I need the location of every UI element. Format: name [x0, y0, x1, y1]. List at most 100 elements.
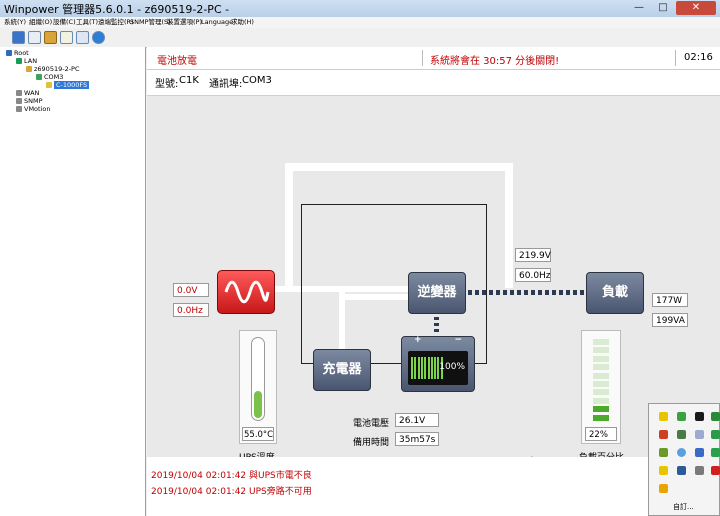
status-bar: 電池放電 系統將會在 30:57 分後關閉! 02:16 [147, 47, 720, 70]
ups-mode: 電池放電 [157, 56, 197, 67]
app-icon[interactable] [695, 412, 704, 421]
monitor-icon[interactable] [12, 31, 25, 44]
menu-remote[interactable]: 遠端監控(R) [98, 18, 134, 26]
shield-icon[interactable] [677, 412, 686, 421]
tree-vmotion[interactable]: VMotion [16, 105, 50, 113]
port-label: 通訊埠: [209, 79, 243, 90]
output-frequency: 60.0Hz [515, 268, 551, 282]
users-icon[interactable] [44, 31, 57, 44]
load-bar [593, 389, 609, 396]
shutdown-message: 系統將會在 30:57 分後關閉! [430, 56, 560, 67]
load-block[interactable]: 負載 [586, 272, 644, 314]
menu-organize[interactable]: 組織(O) [29, 18, 53, 26]
load-bar [593, 339, 609, 345]
app-icon[interactable] [659, 448, 668, 457]
battery-bar [411, 357, 413, 379]
gear-icon[interactable] [659, 430, 668, 439]
ups-icon [46, 82, 52, 88]
help-icon[interactable] [92, 31, 105, 44]
table-icon[interactable] [76, 31, 89, 44]
runtime-label: 備用時間 [353, 438, 390, 448]
bypass-wire [285, 163, 513, 171]
bypass-wire [505, 163, 513, 288]
load-bars [593, 339, 609, 423]
load-bar [593, 347, 609, 354]
app-icon[interactable] [659, 466, 668, 475]
app-icon[interactable] [677, 466, 686, 475]
battery-bar [434, 357, 437, 379]
minus-icon: − [454, 335, 462, 345]
menu-help[interactable]: 求助(H) [231, 18, 254, 26]
output-line [468, 290, 586, 295]
input-frequency: 0.0Hz [173, 303, 209, 317]
load-bar [593, 364, 609, 371]
battery-percent: 100% [439, 362, 465, 372]
battery-bar [437, 357, 440, 379]
output-voltage: 219.9V [515, 248, 551, 262]
tree-pc[interactable]: z690519-2-PC [26, 65, 80, 73]
chat-icon[interactable] [711, 448, 720, 457]
battery-link [434, 317, 439, 335]
menu-device[interactable]: 設備(C) [53, 18, 76, 26]
computer-icon [26, 66, 32, 72]
load-bar [593, 381, 609, 387]
ac-input-block[interactable] [217, 270, 275, 314]
tree-root[interactable]: Root [6, 49, 29, 57]
menu-bar: 系統(Y) 組織(O) 設備(C) 工具(T) 遠端監控(R) SNMP管理(S… [0, 17, 720, 28]
maximize-button[interactable]: □ [658, 2, 668, 13]
menu-options[interactable]: 裝置選項(P) [167, 18, 202, 26]
app-icon[interactable] [711, 430, 720, 439]
tree-snmp[interactable]: SNMP [16, 97, 43, 105]
event-log: 2019/10/04 02:01:42 與UPS市電不良 2019/10/04 … [147, 457, 720, 516]
network-icon [16, 90, 22, 96]
app-icon[interactable] [711, 412, 720, 421]
load-bar [593, 397, 609, 404]
tree-com[interactable]: COM3 [36, 73, 63, 81]
folder-icon [6, 50, 12, 56]
main-panel: 電池放電 系統將會在 30:57 分後關閉! 02:16 型號: C1K 通訊埠… [147, 47, 720, 516]
battery-block[interactable]: + − 100% [401, 335, 475, 392]
charger-wire [342, 294, 432, 300]
tree-lan[interactable]: LAN [16, 57, 37, 65]
log-entry: 2019/10/04 02:01:42 與UPS市電不良 [151, 471, 312, 481]
app-icon[interactable] [677, 430, 686, 439]
battery-voltage: 26.1V [395, 413, 439, 427]
battery-gauge: 100% [408, 351, 468, 385]
menu-tools[interactable]: 工具(T) [76, 18, 99, 26]
calendar-icon[interactable] [28, 31, 41, 44]
clock: 02:16 [684, 52, 713, 63]
ups-tray-icon[interactable] [659, 412, 668, 421]
battery-bar [424, 357, 427, 379]
thermometer: 55.0°C [239, 330, 277, 444]
customize-link[interactable]: 自訂... [673, 503, 694, 511]
inverter-block[interactable]: 逆變器 [408, 272, 466, 314]
input-voltage: 0.0V [173, 283, 209, 297]
ups-frame [301, 204, 487, 364]
globe-icon[interactable] [677, 448, 686, 457]
app-icon[interactable] [695, 466, 704, 475]
app-icon[interactable] [695, 448, 704, 457]
app-icon[interactable] [711, 466, 720, 475]
minimize-button[interactable]: — [634, 2, 644, 13]
network-icon [16, 58, 22, 64]
load-bar [593, 372, 609, 379]
tree-wan[interactable]: WAN [16, 89, 39, 97]
menu-snmp[interactable]: SNMP管理(S) [130, 18, 171, 26]
app-icon[interactable] [659, 484, 668, 493]
log-entry: 2019/10/04 02:01:42 UPS旁路不可用 [151, 487, 312, 497]
close-button[interactable]: ✕ [676, 1, 716, 15]
ups-diagram: 0.0V 0.0Hz 逆變器 充電器 負載 + − 100% 219.9V 60… [147, 95, 720, 469]
cloud-icon[interactable] [695, 430, 704, 439]
load-bar [593, 355, 609, 362]
menu-language[interactable]: Language [201, 18, 234, 26]
load-watts: 177W [652, 293, 688, 307]
charger-wire [339, 286, 345, 354]
plus-icon: + [414, 335, 422, 345]
menu-system[interactable]: 系統(Y) [4, 18, 27, 26]
tree-device[interactable]: C-1000FS [46, 81, 90, 89]
charger-block[interactable]: 充電器 [313, 349, 371, 391]
notes-icon[interactable] [60, 31, 73, 44]
sine-wave-icon [224, 280, 270, 304]
battery-bars [411, 357, 445, 379]
bypass-wire [285, 163, 293, 288]
